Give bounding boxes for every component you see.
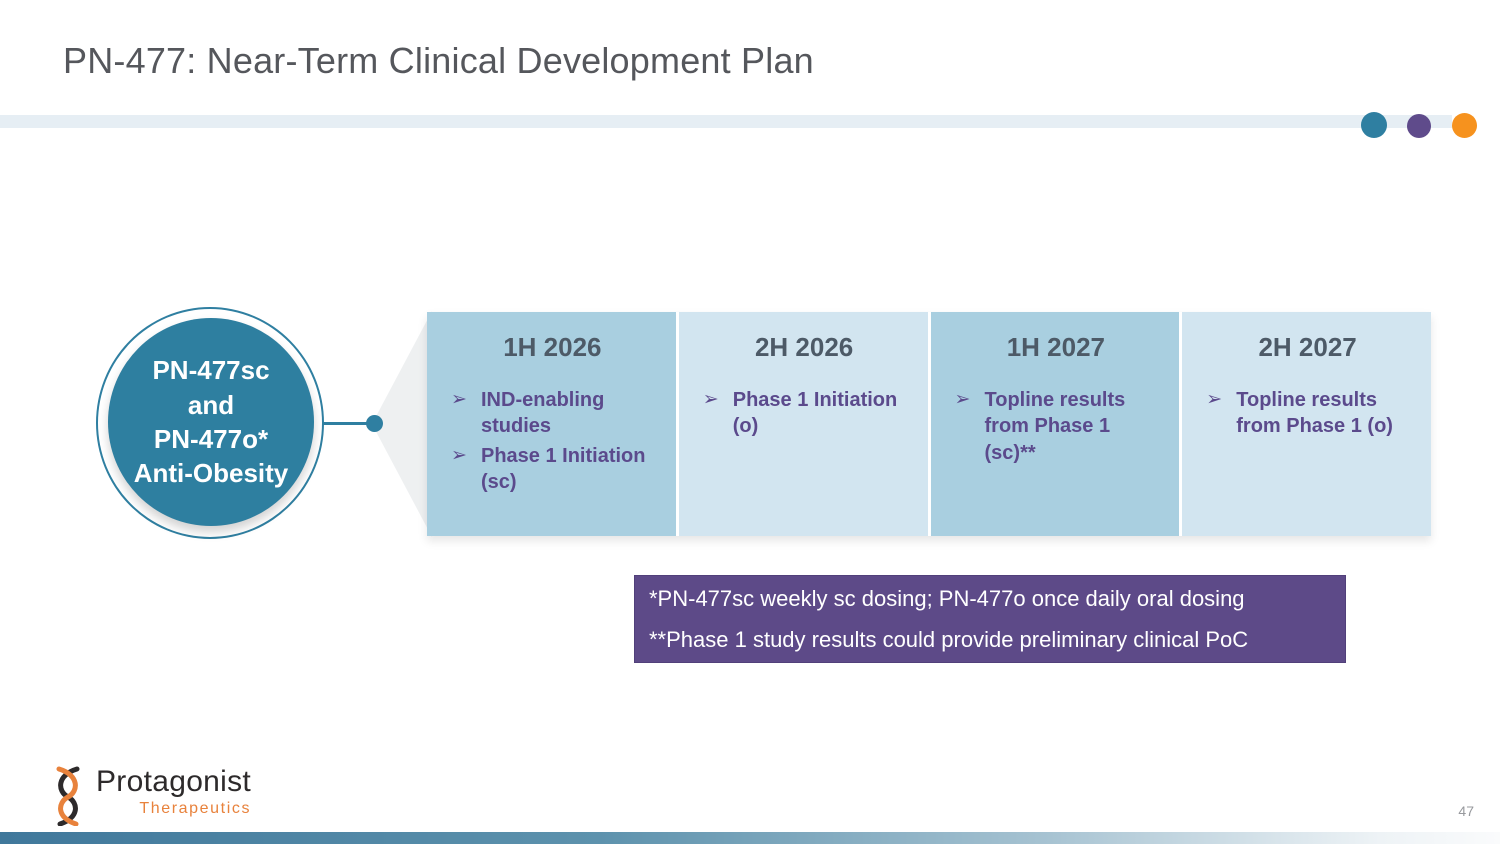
timeline-bullet: ➢ Phase 1 Initiation (sc): [443, 443, 662, 496]
arrow-bullet-icon: ➢: [451, 389, 467, 410]
title-divider-bar: [0, 115, 1452, 128]
accent-dot-orange: [1452, 113, 1477, 138]
footnote-line: **Phase 1 study results could provide pr…: [649, 626, 1249, 652]
timeline-column-2h2027: 2H 2027 ➢ Topline results from Phase 1 (…: [1182, 312, 1431, 536]
protagonist-helix-icon: [56, 766, 80, 826]
timeline-bullet: ➢ Phase 1 Initiation (o): [695, 387, 914, 440]
page-title: PN-477: Near-Term Clinical Development P…: [63, 40, 814, 81]
page-number: 47: [1458, 803, 1474, 819]
program-circle-line: Anti-Obesity: [133, 458, 289, 489]
footnote-box: *PN-477sc weekly sc dosing; PN-477o once…: [634, 575, 1346, 663]
logo-subtitle: Therapeutics: [139, 799, 252, 817]
timeline-period-label: 1H 2026: [503, 332, 602, 362]
footnote-line: *PN-477sc weekly sc dosing; PN-477o once…: [649, 586, 1245, 611]
timeline-column-2h2026: 2H 2026 ➢ Phase 1 Initiation (o): [678, 312, 928, 536]
arrow-bullet-icon: ➢: [1206, 389, 1223, 410]
arrow-bullet-icon: ➢: [702, 389, 719, 410]
timeline-period-label: 2H 2027: [1258, 332, 1357, 362]
timeline-bullet-text: Topline results from Phase 1 (sc)**: [984, 389, 1126, 464]
timeline-column-1h2026: 1H 2026 ➢ IND-enabling studies ➢ Phase 1…: [427, 312, 676, 536]
company-logo: Protagonist Therapeutics: [46, 766, 251, 826]
timeline-column-1h2027: 1H 2027 ➢ Topline results from Phase 1 (…: [930, 312, 1180, 536]
timeline-bullet-text: Topline results from Phase 1 (o): [1236, 389, 1393, 438]
footer-gradient-bar: [0, 832, 1500, 844]
timeline-bullet: ➢ IND-enabling studies: [443, 387, 662, 440]
arrow-bullet-icon: ➢: [954, 389, 971, 410]
program-circle-line: and: [187, 389, 235, 420]
timeline-bullet-text: IND-enabling studies: [481, 389, 605, 438]
timeline-bullet-text: Phase 1 Initiation (o): [732, 389, 898, 438]
logo-text: Protagonist Therapeutics: [96, 766, 251, 818]
timeline-bullet-text: Phase 1 Initiation (sc): [481, 444, 646, 494]
timeline-period-label: 1H 2027: [1006, 332, 1106, 362]
arrow-bullet-icon: ➢: [451, 444, 467, 466]
timeline-bullet: ➢ Topline results from Phase 1 (o): [1198, 387, 1417, 440]
accent-dot-purple: [1407, 114, 1431, 138]
program-circle-line: PN-477o*: [153, 424, 269, 454]
connector-dot: [366, 415, 383, 432]
accent-dot-teal: [1361, 112, 1387, 138]
program-circle: PN-477sc and PN-477o* Anti-Obesity: [108, 318, 314, 526]
timeline-period-label: 2H 2026: [754, 332, 854, 362]
timeline-row: 1H 2026 ➢ IND-enabling studies ➢ Phase 1…: [427, 312, 1431, 536]
connector-line: [322, 422, 376, 425]
program-circle-line: PN-477sc: [152, 355, 270, 386]
logo-name: Protagonist: [96, 765, 252, 798]
timeline-bullet: ➢ Topline results from Phase 1 (sc)**: [947, 387, 1166, 466]
